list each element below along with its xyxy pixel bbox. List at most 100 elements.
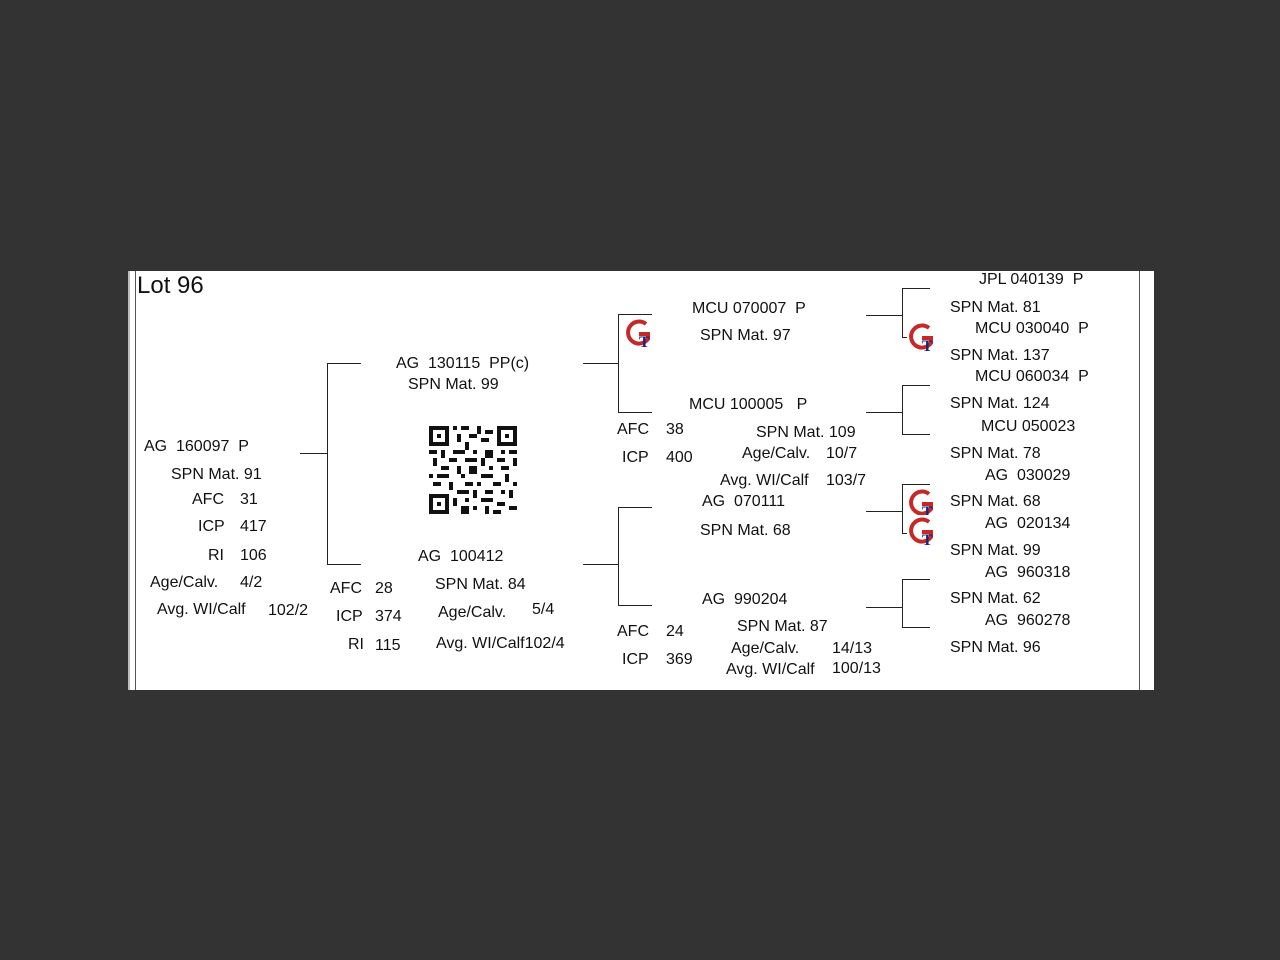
subject-icp-value: 417	[240, 518, 267, 535]
dd-agecalv-value: 14/13	[832, 640, 873, 657]
subject-ri-value: 106	[240, 547, 267, 564]
dd-spn: SPN Mat. 87	[737, 618, 828, 635]
subject-agecalv-value: 4/2	[240, 574, 263, 591]
ss-connector	[618, 314, 652, 315]
ggp-name: AG 020134	[985, 515, 1071, 532]
sd-icp-value: 400	[666, 449, 693, 466]
subject-name: AG 160097 P	[144, 438, 249, 455]
ss-ggp-bracket	[902, 288, 903, 337]
dam-icp-value: 374	[375, 608, 402, 625]
dd-icp-value: 369	[666, 651, 693, 668]
qr-code-icon	[429, 426, 517, 514]
subject-avgwi-value: 102/2	[268, 602, 309, 619]
dd-to-ggp-connector	[866, 607, 902, 608]
sd-name: MCU 100005 P	[689, 396, 808, 413]
sd-connector	[618, 412, 652, 413]
dd-avgwi-label: Avg. WI/Calf	[726, 661, 815, 678]
lot-title: Lot 96	[137, 272, 204, 299]
ggp-spn: SPN Mat. 99	[950, 542, 1041, 559]
ggp7-connector	[902, 579, 930, 580]
ggp-name: AG 960278	[985, 612, 1071, 629]
sire-to-gp-connector	[583, 363, 618, 364]
sire-name: AG 130115 PP(c)	[396, 355, 530, 372]
sd-avgwi-label: Avg. WI/Calf	[720, 472, 809, 489]
sd-icp-label: ICP	[622, 449, 649, 466]
svg-text:T: T	[922, 338, 933, 355]
ggp3-connector	[902, 385, 930, 386]
subject-spn: SPN Mat. 91	[171, 466, 262, 483]
ggp1-connector	[902, 288, 930, 289]
sd-spn: SPN Mat. 109	[756, 424, 856, 441]
dam-gp-bracket	[618, 507, 619, 605]
gt-logo-icon: T	[907, 321, 941, 355]
ds-to-ggp-connector	[866, 511, 902, 512]
dd-connector	[618, 605, 652, 606]
ggp-spn: SPN Mat. 68	[950, 493, 1041, 510]
dam-to-gp-connector	[583, 564, 618, 565]
sd-ggp-bracket	[902, 385, 903, 434]
dd-ggp-bracket	[902, 579, 903, 628]
dd-afc-label: AFC	[617, 623, 649, 640]
ggp4-connector	[902, 434, 930, 435]
ds-name: AG 070111	[702, 493, 786, 510]
ggp-spn: SPN Mat. 124	[950, 395, 1050, 412]
card-left-border	[135, 271, 136, 690]
ggp8-connector	[902, 627, 930, 628]
subject-agecalv-label: Age/Calv.	[150, 574, 219, 591]
ggp-spn: SPN Mat. 81	[950, 299, 1041, 316]
ggp-name: AG 960318	[985, 564, 1071, 581]
ds-ggp-bracket	[902, 484, 903, 533]
sd-afc-label: AFC	[617, 421, 649, 438]
svg-text:T: T	[639, 334, 650, 351]
dam-name: AG 100412	[418, 548, 504, 565]
ggp-name: MCU 050023	[981, 418, 1076, 435]
ds-connector	[618, 507, 652, 508]
sd-to-ggp-connector	[866, 412, 902, 413]
dam-afc-value: 28	[375, 580, 393, 597]
dam-avgwi: Avg. WI/Calf102/4	[436, 635, 565, 652]
dam-agecalv-value: 5/4	[532, 601, 555, 618]
dam-ri-value: 115	[375, 637, 401, 654]
ggp-spn: SPN Mat. 137	[950, 347, 1050, 364]
sire-gp-bracket	[618, 314, 619, 412]
ss-spn: SPN Mat. 97	[700, 327, 791, 344]
ggp-name: MCU 060034 P	[975, 368, 1089, 385]
gt-logo-icon: T	[624, 317, 658, 351]
dd-name: AG 990204	[702, 591, 788, 608]
dd-avgwi-value: 100/13	[832, 660, 881, 677]
dam-agecalv-label: Age/Calv.	[438, 604, 507, 621]
ggp-name: JPL 040139 P	[979, 271, 1084, 288]
sd-agecalv-label: Age/Calv.	[742, 445, 811, 462]
ggp-name: MCU 030040 P	[975, 320, 1089, 337]
ggp5-connector	[902, 484, 930, 485]
dam-spn: SPN Mat. 84	[435, 576, 526, 593]
subject-avgwi-label: Avg. WI/Calf	[157, 601, 246, 618]
ss-to-ggp-connector	[866, 315, 902, 316]
ggp-spn: SPN Mat. 62	[950, 590, 1041, 607]
subject-afc-label: AFC	[192, 491, 224, 508]
sire-connector	[327, 363, 361, 364]
ggp-spn: SPN Mat. 96	[950, 639, 1041, 656]
subject-icp-label: ICP	[198, 518, 225, 535]
ggp-name: AG 030029	[985, 467, 1071, 484]
subject-afc-value: 31	[240, 491, 258, 508]
dd-agecalv-label: Age/Calv.	[731, 640, 800, 657]
sd-avgwi-value: 103/7	[826, 472, 867, 489]
dd-icp-label: ICP	[622, 651, 649, 668]
dam-afc-label: AFC	[330, 580, 362, 597]
svg-text:T: T	[922, 532, 933, 549]
dam-ri-label: RI	[348, 636, 364, 653]
dam-icp-label: ICP	[336, 608, 363, 625]
ds-spn: SPN Mat. 68	[700, 522, 791, 539]
sd-afc-value: 38	[666, 421, 684, 438]
sire-spn: SPN Mat. 99	[408, 376, 499, 393]
sd-agecalv-value: 10/7	[826, 445, 858, 462]
dam-connector	[327, 564, 361, 565]
pedigree-card: Lot 96 AG 160097 P SPN Mat. 91 AFC 31 IC…	[128, 271, 1154, 690]
ss-name: MCU 070007 P	[692, 300, 806, 317]
subject-ri-label: RI	[208, 547, 224, 564]
card-right-border	[1139, 271, 1140, 690]
gt-logo-icon: T	[907, 515, 941, 549]
parents-bracket	[327, 363, 328, 565]
subject-connector	[300, 453, 327, 454]
